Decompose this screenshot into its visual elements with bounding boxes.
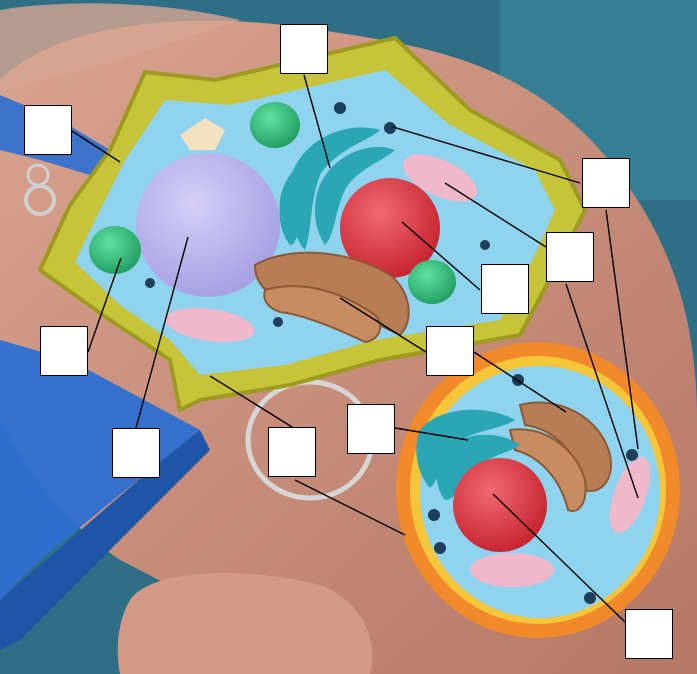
- chloroplast-left: [89, 226, 141, 274]
- label-box-8[interactable]: [112, 428, 160, 478]
- label-box-4[interactable]: [546, 232, 594, 282]
- animal-nucleus: [453, 458, 547, 552]
- label-box-9[interactable]: [268, 427, 316, 477]
- label-box-5[interactable]: [481, 264, 529, 314]
- label-box-11[interactable]: [625, 609, 673, 659]
- label-box-6[interactable]: [40, 326, 88, 376]
- label-box-1[interactable]: [24, 105, 72, 155]
- label-box-7[interactable]: [426, 326, 474, 376]
- animal-cell: [396, 342, 680, 638]
- label-box-3[interactable]: [582, 158, 630, 208]
- label-box-2[interactable]: [280, 24, 328, 74]
- chloroplast-top: [250, 102, 300, 148]
- chloroplast-right: [408, 260, 456, 304]
- label-box-10[interactable]: [347, 404, 395, 454]
- animal-mitochondrion-1: [470, 553, 554, 587]
